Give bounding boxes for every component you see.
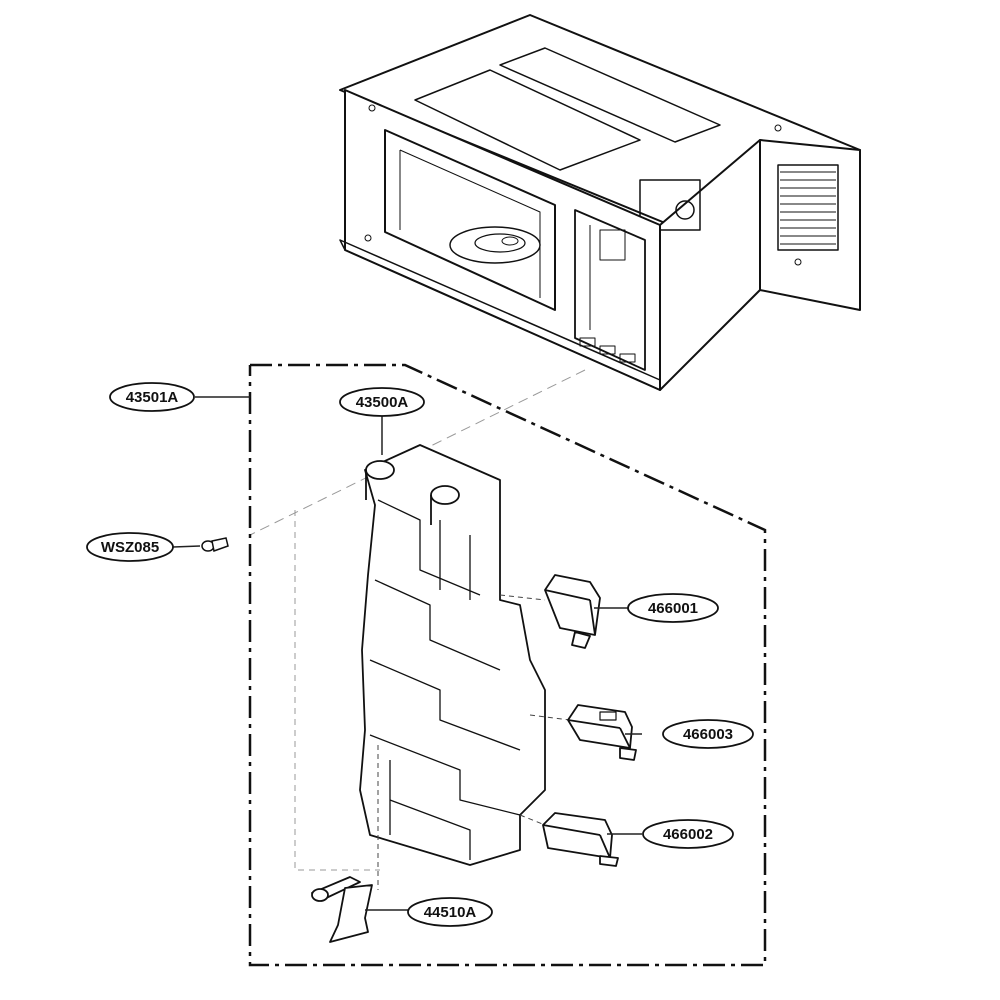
latch-bracket <box>294 444 571 890</box>
callout-label: 44510A <box>424 904 477 921</box>
screw-wsz085 <box>201 537 229 552</box>
switch-466001 <box>544 574 601 649</box>
assembly-boundary <box>248 363 767 967</box>
callout-466001: 466001 <box>627 593 719 623</box>
leader-lines <box>172 396 642 911</box>
callout-label: 466003 <box>683 726 733 743</box>
callout-466003: 466003 <box>662 719 754 749</box>
callout-label: 466002 <box>663 826 713 843</box>
callout-43500a: 43500A <box>339 387 425 417</box>
latch-lever <box>311 876 373 943</box>
switch-466002 <box>542 812 619 867</box>
callout-44510a: 44510A <box>407 897 493 927</box>
callout-466002: 466002 <box>642 819 734 849</box>
switch-466003 <box>567 704 637 761</box>
callout-43501a: 43501A <box>109 382 195 412</box>
projection-line <box>249 369 586 536</box>
callout-label: 466001 <box>648 600 698 617</box>
callout-wsz085: WSZ085 <box>86 532 174 562</box>
callout-label: WSZ085 <box>101 539 159 556</box>
callout-label: 43501A <box>126 389 179 406</box>
microwave-cavity-assembly <box>339 14 861 391</box>
callout-label: 43500A <box>356 394 409 411</box>
